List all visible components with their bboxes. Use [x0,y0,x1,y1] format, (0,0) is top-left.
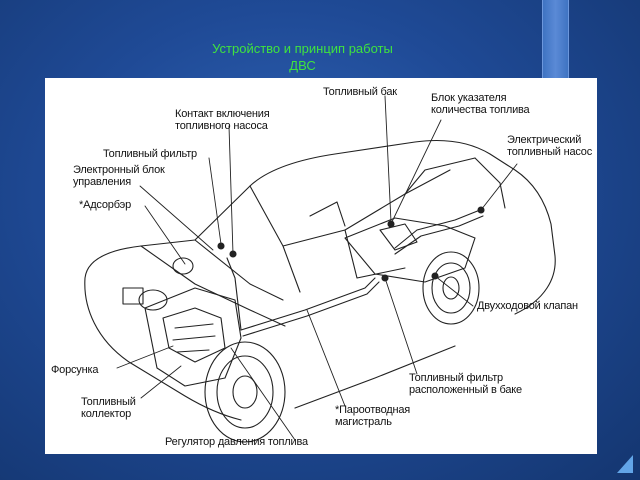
fuel-lines [226,209,484,337]
label-vapor-line-line-1: *Пароотводная [335,404,411,416]
label-fuel-manifold-line-1: Топливный [81,396,136,408]
label-vapor-line-line-2: магистраль [335,416,392,428]
label-ecu-line-1: Электронный блок [73,164,165,176]
slide-title: Устройство и принцип работы ДВС [160,40,445,74]
label-two-way-valve: Двухходовой клапан [477,300,578,312]
label-tank-fuel-filter: Топливный фильтр расположенный в баке [409,372,522,396]
label-pump-switch-line-2: топливного насоса [175,120,268,132]
leader-lines [116,95,518,441]
slide-title-line-1: Устройство и принцип работы [212,41,393,56]
component-markers [217,206,485,282]
car-body-outline [84,139,556,421]
label-tank-fuel-filter-line-2: расположенный в баке [409,384,522,396]
label-vapor-line: *Пароотводная магистраль [335,404,410,428]
car-drawing [84,95,556,443]
rear-wheel [422,251,480,325]
label-pump-switch-line-1: Контакт включения [175,108,270,120]
label-fuel-gauge-unit-line-2: количества топлива [431,104,530,116]
engine-block [122,257,242,387]
label-fuel-tank: Топливный бак [323,86,397,98]
label-ecu: Электронный блок управления [73,164,165,188]
label-fuel-filter: Топливный фильтр [103,148,197,160]
label-tank-fuel-filter-line-1: Топливный фильтр [409,372,503,384]
slide-title-line-2: ДВС [289,58,316,73]
label-fuel-manifold-line-2: коллектор [81,408,132,420]
label-pump-switch: Контакт включения топливного насоса [175,108,270,132]
label-electric-fuel-pump: Электрический топливный насос [507,134,592,158]
fuel-system-diagram: Топливный бак Блок указателя количества … [45,78,597,454]
fuel-tank [344,217,476,283]
front-wheel [204,341,286,443]
decorative-triangle [617,455,633,473]
label-pressure-regulator: Регулятор давления топлива [165,436,308,448]
label-ecu-line-2: управления [73,176,131,188]
label-fuel-gauge-unit: Блок указателя количества топлива [431,92,530,116]
label-fuel-manifold: Топливный коллектор [81,396,136,420]
label-fuel-gauge-unit-line-1: Блок указателя [431,92,507,104]
label-electric-fuel-pump-line-1: Электрический [507,134,582,146]
decorative-bar [542,0,569,78]
label-adsorber: *Адсорбэр [79,199,132,211]
label-electric-fuel-pump-line-2: топливный насос [507,146,593,158]
label-injector: Форсунка [51,364,99,376]
